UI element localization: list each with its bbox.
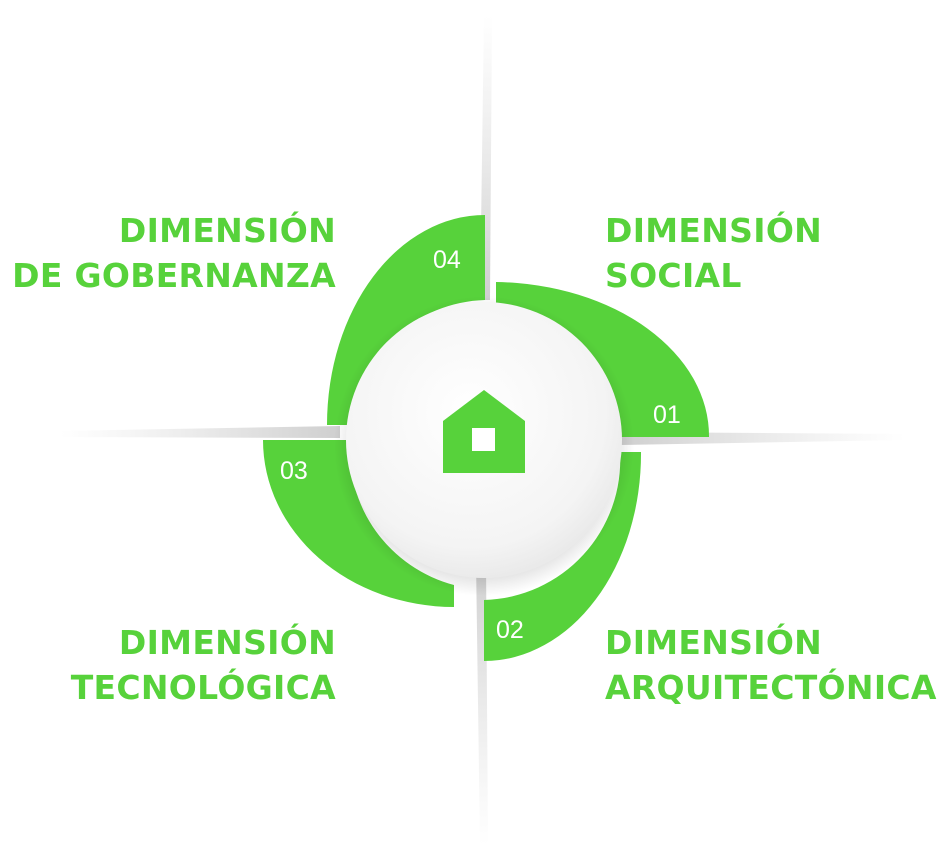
label-03-line2: TECNOLÓGICA [70, 668, 336, 707]
segment-number-03: 03 [280, 457, 308, 485]
divider-left [60, 426, 340, 438]
house-icon [443, 390, 525, 473]
segment-number-04: 04 [433, 246, 461, 274]
label-04-line2: DE GOBERNANZA [12, 256, 336, 295]
label-02-line1: DIMENSIÓN [605, 623, 823, 662]
label-dimension-03: DIMENSIÓN TECNOLÓGICA [71, 620, 336, 710]
segment-number-01: 01 [653, 401, 681, 429]
label-03-line1: DIMENSIÓN [118, 623, 336, 662]
label-02-line2: ARQUITECTÓNICA [605, 668, 937, 707]
segment-02-arc [484, 452, 642, 661]
label-dimension-02: DIMENSIÓN ARQUITECTÓNICA [605, 620, 937, 710]
label-dimension-04: DIMENSIÓN DE GOBERNANZA [12, 208, 336, 298]
segment-number-02: 02 [496, 616, 524, 644]
label-01-line1: DIMENSIÓN [605, 211, 823, 250]
label-04-line1: DIMENSIÓN [118, 211, 336, 250]
label-dimension-01: DIMENSIÓN SOCIAL [605, 208, 822, 298]
label-01-line2: SOCIAL [605, 256, 742, 295]
